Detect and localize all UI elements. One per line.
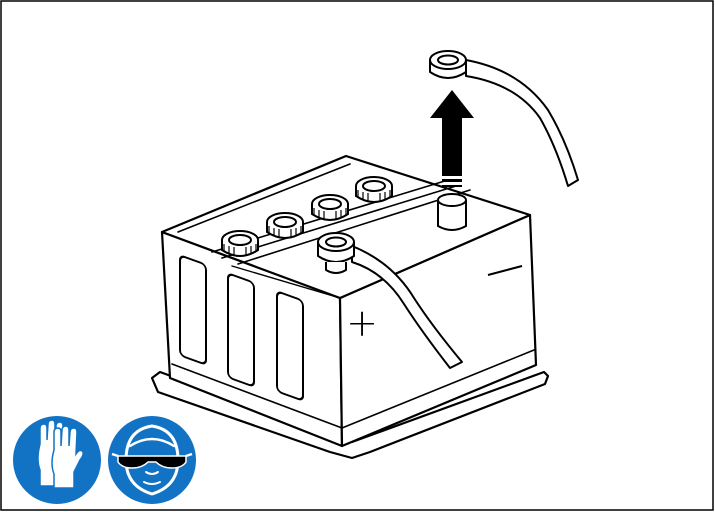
negative-terminal-post <box>437 193 467 231</box>
cell-window-1 <box>179 255 207 365</box>
vent-cap-1 <box>221 230 259 257</box>
negative-mark <box>487 265 523 276</box>
vent-cap-3 <box>311 194 349 221</box>
vent-cap-4 <box>355 176 393 203</box>
vent-cap-2 <box>266 212 304 239</box>
removal-arrow <box>430 90 474 187</box>
gloves-icon <box>13 416 101 504</box>
cell-window-3 <box>276 291 304 401</box>
cell-window-2 <box>227 273 255 387</box>
negative-cable <box>429 50 579 187</box>
positive-label: + <box>346 301 378 345</box>
battery-trim-line <box>171 349 535 429</box>
goggles-icon <box>108 416 196 504</box>
vent-caps <box>221 176 393 257</box>
positive-cable <box>317 232 463 369</box>
